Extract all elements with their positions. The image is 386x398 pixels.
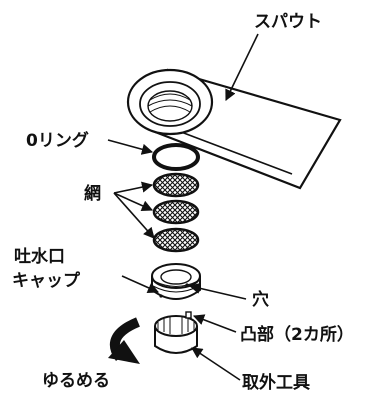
- mesh-screen: [152, 172, 200, 198]
- tool-protrusion: [185, 311, 192, 319]
- outlet-cap-label-line2: キャップ: [12, 270, 81, 291]
- spout-label: スパウト: [254, 12, 322, 32]
- spout-leader: [225, 33, 259, 102]
- removal-tool-label: 取外工具: [242, 372, 310, 393]
- cap-hole: [185, 283, 189, 287]
- mesh-screen: [152, 199, 200, 225]
- outlet-cap-leader: [121, 275, 160, 294]
- removal-tool: [154, 311, 198, 354]
- mesh-leader-2: [113, 192, 154, 211]
- mesh-leader-3: [113, 192, 155, 239]
- outlet-cap: [151, 263, 201, 300]
- o-ring-label: 0リング: [26, 130, 89, 151]
- loosen-label: ゆるめる: [42, 371, 110, 391]
- mesh-screens: [152, 172, 200, 253]
- o-ring: [152, 143, 200, 171]
- mesh-label: 網: [84, 183, 101, 204]
- protrusion-label: 凸部（2カ所）: [240, 324, 354, 345]
- o-ring-leader: [107, 139, 154, 155]
- removal-tool-leader: [191, 347, 241, 381]
- hole-leader: [188, 282, 247, 300]
- outlet-cap-label-line1: 吐水口: [14, 246, 65, 267]
- cap-hole: [159, 294, 163, 298]
- mesh-leader-1: [113, 181, 154, 194]
- loosen-rotation-arrow: [108, 317, 141, 364]
- spout: [126, 68, 342, 190]
- protrusion-leader: [192, 314, 237, 333]
- mesh-screen: [152, 227, 200, 253]
- hole-label: 穴: [252, 289, 269, 310]
- leader-lines: [107, 33, 259, 381]
